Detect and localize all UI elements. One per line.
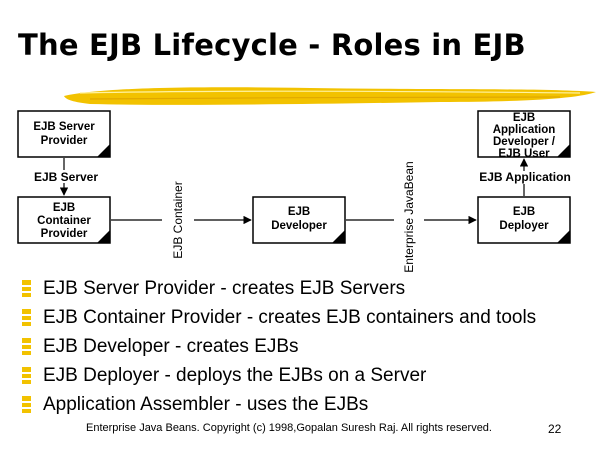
box-label-line: EJB	[513, 206, 535, 218]
box-label-line: Provider	[41, 228, 88, 240]
box-label-line: Developer	[271, 220, 327, 232]
lifecycle-diagram: EJB Server Provider EJB Container Provid…	[17, 110, 571, 273]
bullet-text: EJB Container Provider - creates EJB con…	[43, 306, 537, 328]
bullet-text: EJB Developer - creates EJBs	[43, 335, 299, 357]
box-label-line: Developer /	[493, 136, 556, 148]
box-ejb-developer: EJB Developer	[252, 196, 346, 244]
bullet-icon	[22, 309, 31, 326]
bullet-icon	[22, 280, 31, 297]
copyright-footer: Enterprise Java Beans. Copyright (c) 199…	[86, 422, 492, 434]
box-label-line: EJB	[513, 112, 535, 124]
page-number: 22	[548, 422, 562, 436]
box-label-line: EJB	[288, 206, 310, 218]
arrow-ejb-server: EJB Server	[34, 158, 98, 196]
list-item: Application Assembler - uses the EJBs	[22, 390, 536, 419]
bullet-icon	[22, 338, 31, 355]
bullet-icon	[22, 396, 31, 413]
title-underline-brush	[64, 87, 596, 105]
box-label-line: EJB User	[498, 148, 550, 160]
box-label-line: Provider	[41, 135, 88, 147]
bullet-text: Application Assembler - uses the EJBs	[43, 393, 369, 415]
box-ejb-deployer: EJB Deployer	[477, 196, 571, 244]
box-label-line: EJB Server	[33, 121, 95, 133]
flow-label-ejb-server: EJB Server	[34, 170, 98, 184]
box-label-line: EJB	[53, 202, 75, 214]
flow-label-ejb-container: EJB Container	[171, 181, 185, 258]
box-label-line: Container	[37, 215, 91, 227]
flow-label-enterprise-javabean: Enterprise JavaBean	[402, 161, 416, 272]
box-label-line: Application	[493, 124, 556, 136]
arrow-ejb-container: EJB Container	[111, 181, 252, 259]
list-item: EJB Server Provider - creates EJB Server…	[22, 274, 536, 303]
box-ejb-server-provider: EJB Server Provider	[17, 110, 111, 158]
bullet-text: EJB Server Provider - creates EJB Server…	[43, 277, 406, 299]
box-ejb-application-developer: EJB Application Developer / EJB User	[477, 110, 571, 160]
list-item: EJB Developer - creates EJBs	[22, 332, 536, 361]
list-item: EJB Container Provider - creates EJB con…	[22, 303, 536, 332]
bullet-icon	[22, 367, 31, 384]
bullet-text: EJB Deployer - deploys the EJBs on a Ser…	[43, 364, 427, 386]
arrow-ejb-application: EJB Application	[479, 158, 571, 196]
roles-bullet-list: EJB Server Provider - creates EJB Server…	[22, 274, 536, 419]
slide-title: The EJB Lifecycle - Roles in EJB	[18, 28, 526, 62]
arrow-enterprise-javabean: Enterprise JavaBean	[346, 161, 477, 273]
flow-label-ejb-application: EJB Application	[479, 170, 571, 184]
box-ejb-container-provider: EJB Container Provider	[17, 196, 111, 244]
box-label-line: Deployer	[499, 220, 549, 232]
list-item: EJB Deployer - deploys the EJBs on a Ser…	[22, 361, 536, 390]
